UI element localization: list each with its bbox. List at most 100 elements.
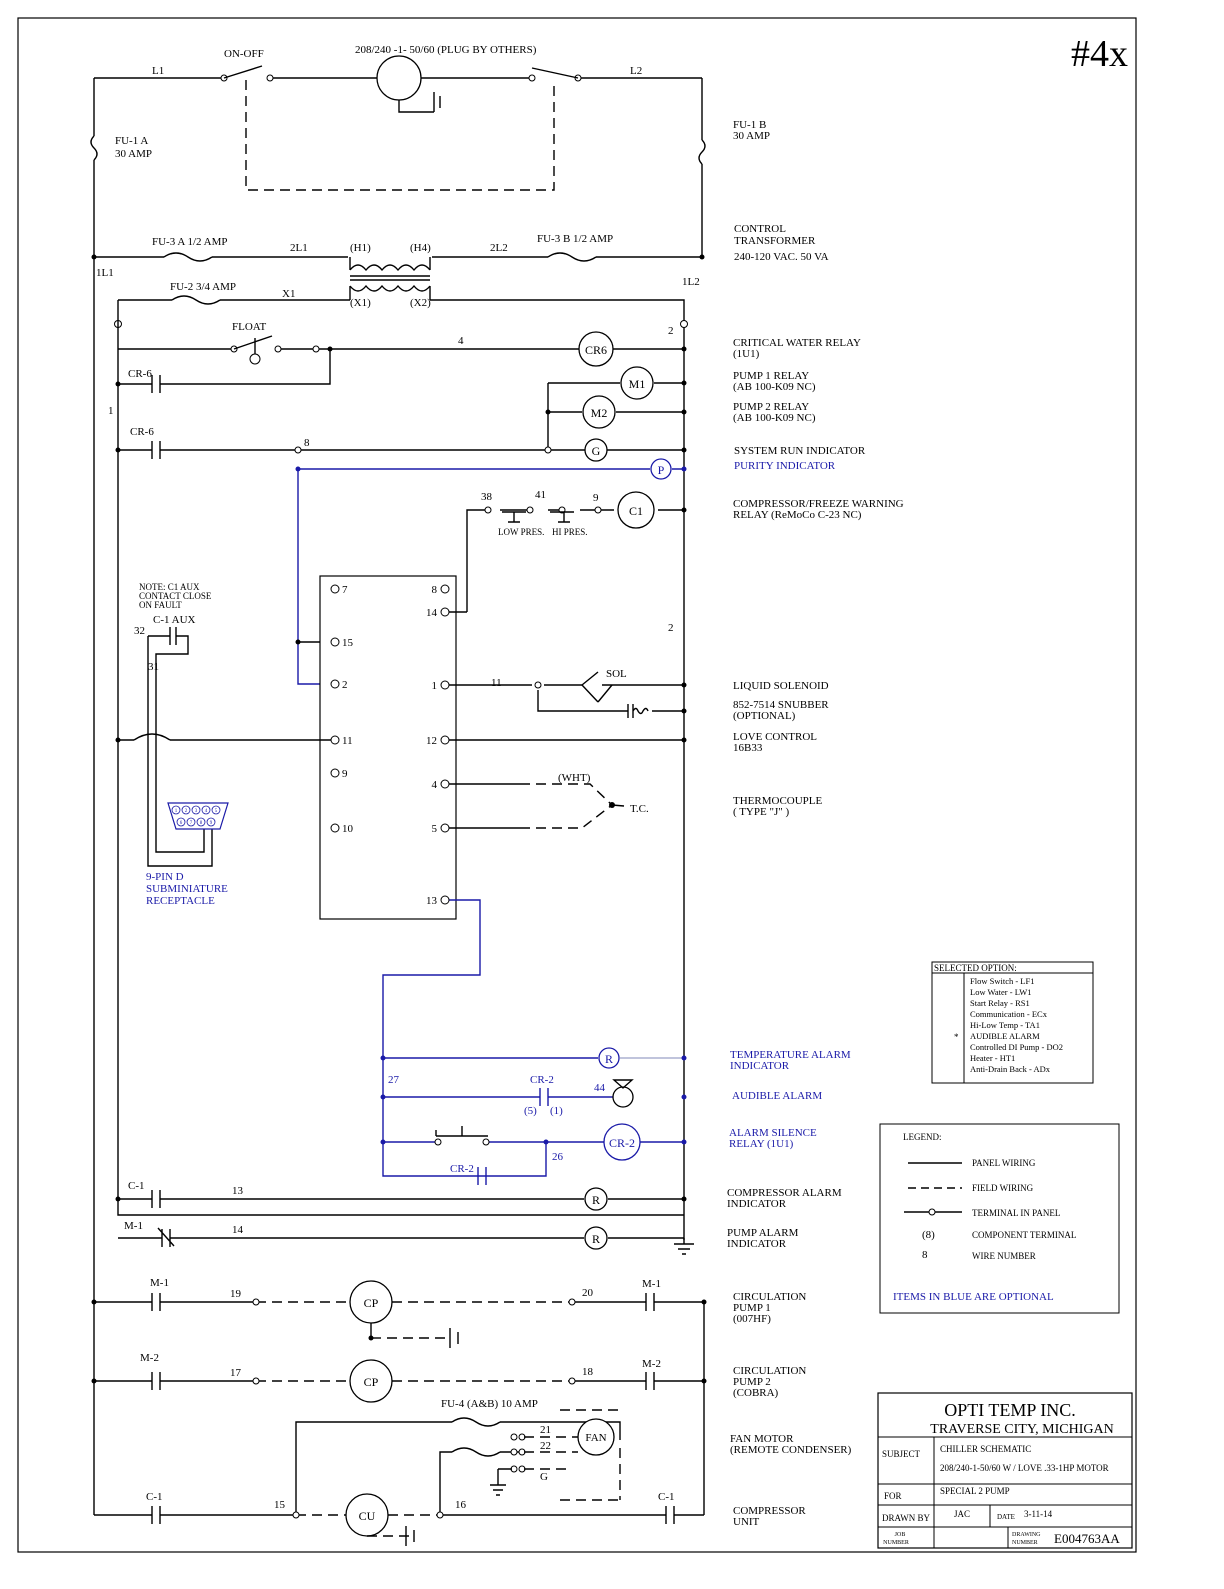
low-pres-label: LOW PRES. <box>498 527 544 537</box>
dsub-pin <box>206 817 216 827</box>
fu3a-fuse-icon <box>163 252 213 262</box>
wire-9: 9 <box>593 492 599 504</box>
p-lamp-label: P <box>658 463 665 477</box>
note-c1aux-3: ON FAULT <box>139 600 182 610</box>
wire-2-top: 2 <box>668 325 674 337</box>
wire-2l2: 2L2 <box>490 242 508 254</box>
device-description-label: FAN MOTOR <box>730 1433 794 1445</box>
controller-terminal-5 <box>440 823 450 833</box>
cr2-term1-label: (1) <box>550 1105 563 1117</box>
wire-20: 20 <box>582 1287 594 1299</box>
c1-contact-label-3: C-1 <box>658 1491 675 1503</box>
fan-label: FAN <box>585 1432 606 1444</box>
love-controller-box <box>319 575 457 920</box>
wire-16: 16 <box>455 1499 467 1511</box>
option-mark: * <box>954 1032 959 1042</box>
device-description-label: 852-7514 SNUBBER <box>733 699 829 711</box>
wire-x1: X1 <box>282 288 295 300</box>
m1-alarm-contact-icon <box>157 1227 175 1247</box>
drawing-number-value: E004763AA <box>1054 1531 1120 1546</box>
controller-terminal-9 <box>330 768 340 778</box>
c1-contact-label-2: C-1 <box>146 1491 163 1503</box>
legend-terminal: TERMINAL IN PANEL <box>972 1208 1060 1218</box>
pump-alarm-lamp-icon <box>584 1226 608 1250</box>
transformer-primary-icon <box>349 264 431 272</box>
dsub-pin <box>176 817 186 827</box>
m2-coil-icon <box>582 395 616 429</box>
cr2-contact-label-2: CR-2 <box>450 1163 474 1175</box>
device-description-label: (AB 100-K09 NC) <box>733 412 816 424</box>
option-item: Heater - HT1 <box>970 1053 1015 1063</box>
controller-terminal-label: 9 <box>342 768 348 780</box>
transformer-secondary-icon <box>349 284 431 292</box>
audible-alarm-horn-icon <box>612 1086 634 1108</box>
dsub-pin-label: 6 <box>180 821 183 826</box>
l2-label: L2 <box>630 65 642 77</box>
m1-contact-label-1: M-1 <box>124 1220 143 1232</box>
device-description-label: INDICATOR <box>727 1198 787 1210</box>
fu2-label: FU-2 3/4 AMP <box>170 281 236 293</box>
cr6-contact-2-icon <box>151 441 161 459</box>
controller-terminal-11 <box>330 735 340 745</box>
note-c1aux-2: CONTACT CLOSE <box>139 591 212 601</box>
option-item: Low Water - LW1 <box>970 987 1032 997</box>
for-label: FOR <box>884 1491 902 1501</box>
wire-1l1: 1L1 <box>96 267 114 279</box>
cr2-coil-label: CR-2 <box>609 1136 635 1150</box>
legend-wire-number: WIRE NUMBER <box>972 1251 1036 1261</box>
drawn-by-label: DRAWN BY <box>882 1513 931 1523</box>
cr6-contact-label-2: CR-6 <box>130 426 154 438</box>
m2-pump2-contact-b-icon <box>645 1372 655 1390</box>
date-value: 3-11-14 <box>1024 1509 1053 1519</box>
device-description-label: SYSTEM RUN INDICATOR <box>734 445 866 457</box>
h1-label: (H1) <box>350 242 371 254</box>
device-description-label: TEMPERATURE ALARM <box>730 1049 851 1061</box>
legend-box: LEGEND: PANEL WIRING FIELD WIRING TERMIN… <box>879 1123 1120 1314</box>
m2-coil-label: M2 <box>591 406 608 420</box>
dsub-pin-label: 9 <box>210 821 213 826</box>
l1-label: L1 <box>152 65 164 77</box>
on-off-switch-blade-right <box>531 67 579 79</box>
fu4-label: FU-4 (A&B) 10 AMP <box>441 1398 538 1410</box>
controller-terminal-15 <box>330 637 340 647</box>
wire-32: 32 <box>134 625 145 637</box>
device-description-label: 240-120 VAC. 50 VA <box>734 251 829 263</box>
hi-pressure-switch-icon <box>550 511 574 523</box>
controller-terminal-14 <box>440 607 450 617</box>
dsub-pin <box>201 805 211 815</box>
controller-terminal-8 <box>440 584 450 594</box>
device-description-label: (AB 100-K09 NC) <box>733 381 816 393</box>
legend-panel-wiring: PANEL WIRING <box>972 1158 1036 1168</box>
dsub-pin <box>211 805 221 815</box>
cp2-label: CP <box>364 1375 379 1389</box>
cp1-label: CP <box>364 1296 379 1310</box>
wire-14: 14 <box>232 1224 244 1236</box>
company-name: OPTI TEMP INC. <box>944 1400 1076 1420</box>
dsub-pin <box>196 817 206 827</box>
m1-pump1-contact-b-icon <box>645 1293 655 1311</box>
controller-terminal-label: 10 <box>342 823 354 835</box>
job-number-label-2: NUMBER <box>883 1540 909 1546</box>
dsub-pin <box>181 805 191 815</box>
device-description-label: (OPTIONAL) <box>733 710 796 722</box>
option-item: Controlled DI Pump - DO2 <box>970 1042 1063 1052</box>
pump-alarm-lamp-label: R <box>592 1232 600 1246</box>
cr6-contact-icon <box>151 375 161 393</box>
dsub-pin-label: 4 <box>205 809 208 814</box>
device-description-label: CONTROL <box>734 223 786 235</box>
cr2-seal-contact-icon <box>477 1167 487 1185</box>
device-description-label: PUMP 1 RELAY <box>733 370 809 382</box>
dsub-label-3: RECEPTACLE <box>146 895 215 907</box>
wire-g: G <box>540 1471 548 1483</box>
supply-voltage-label: 208/240 -1- 50/60 (PLUG BY OTHERS) <box>355 44 537 56</box>
dsub-pin-label: 3 <box>195 809 198 814</box>
device-description-label: 16B33 <box>733 742 763 754</box>
solenoid-coil-icon <box>581 671 613 703</box>
cr2-contact-icon <box>539 1088 549 1106</box>
controller-terminal-label: 8 <box>432 584 438 596</box>
device-description-label: PUMP 2 RELAY <box>733 401 809 413</box>
controller-terminal-label: 1 <box>432 680 438 692</box>
device-description-label: (COBRA) <box>733 1387 779 1399</box>
cr6-contact-label-1: CR-6 <box>128 368 152 380</box>
